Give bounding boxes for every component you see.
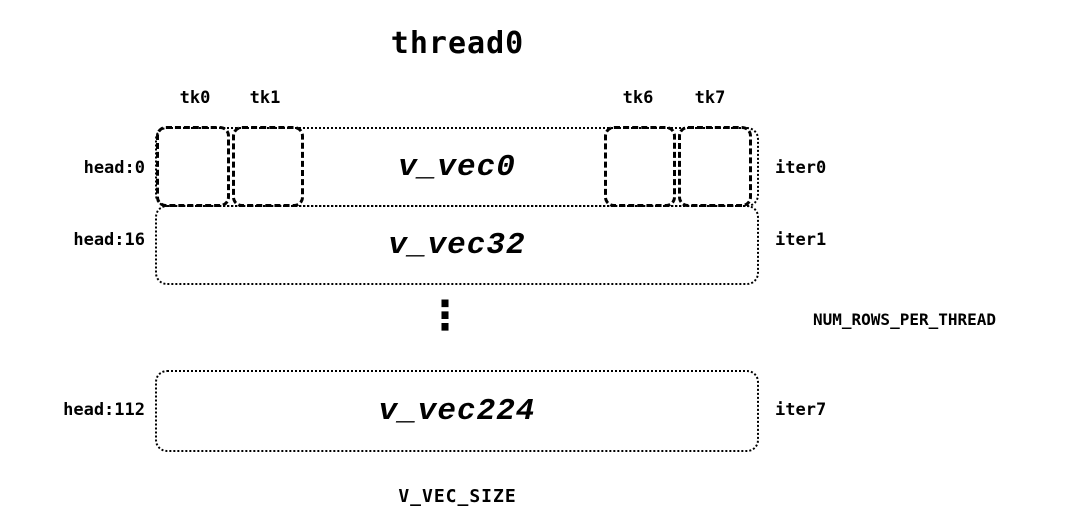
diagram-title: thread0 xyxy=(390,26,525,61)
vector-row-iter1: v_vec32 xyxy=(155,205,759,285)
v-vec-size-label: V_VEC_SIZE xyxy=(398,486,517,507)
thread-cell-tk1 xyxy=(232,126,304,207)
thread-cell-tk6 xyxy=(604,126,676,207)
tick-label-tk1: tk1 xyxy=(249,88,281,108)
tick-label-tk7: tk7 xyxy=(694,88,726,108)
iteration-label-7: iter7 xyxy=(775,400,827,420)
vector-label-v-vec0: v_vec0 xyxy=(398,149,516,185)
vector-label-v-vec224: v_vec224 xyxy=(378,393,536,429)
vertical-ellipsis: ⋮ xyxy=(425,293,465,339)
tick-label-tk0: tk0 xyxy=(179,88,211,108)
head-offset-label-112: head:112 xyxy=(63,400,145,420)
iteration-label-0: iter0 xyxy=(775,158,827,178)
tick-label-tk6: tk6 xyxy=(622,88,654,108)
thread-cell-tk7 xyxy=(678,126,752,207)
vector-label-v-vec32: v_vec32 xyxy=(388,227,526,263)
num-rows-per-thread-label: NUM_ROWS_PER_THREAD xyxy=(813,310,997,329)
head-offset-label-16: head:16 xyxy=(73,230,145,250)
head-offset-label-0: head:0 xyxy=(83,158,145,178)
thread-cell-tk0 xyxy=(156,126,230,207)
iteration-label-1: iter1 xyxy=(775,230,827,250)
vector-row-iter7: v_vec224 xyxy=(155,370,759,452)
